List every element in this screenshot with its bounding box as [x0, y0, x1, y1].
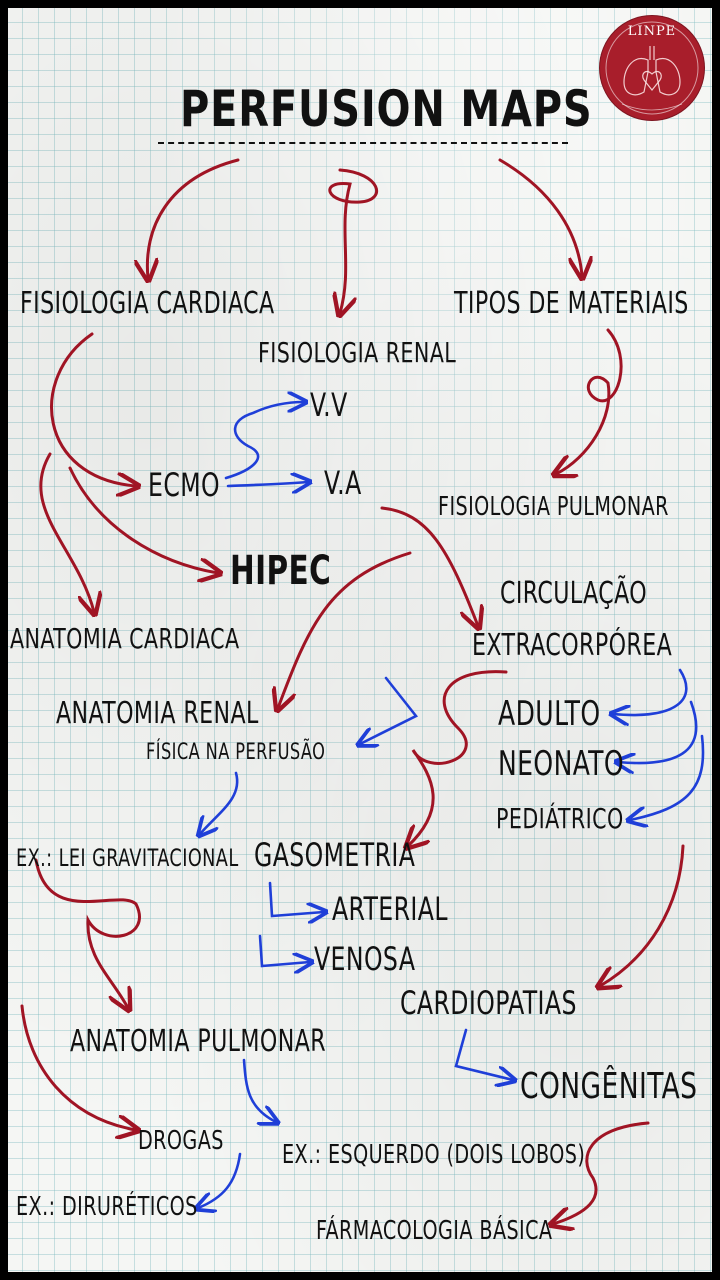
topic-anatomia-cardiaca: ANATOMIA CARDIACA: [10, 622, 240, 655]
topic-adulto: ADULTO: [498, 694, 601, 734]
arrow-fisiologia-cardiaca-to-ecmo: [50, 332, 136, 486]
topic-fisiologia-cardiaca: FISIOLOGIA CARDIACA: [20, 286, 275, 321]
arrow-to-diureticos: [198, 1152, 242, 1208]
topic-cardiopatias: CARDIOPATIAS: [400, 984, 577, 1022]
arrow-gasometria-to-arterial: [268, 881, 324, 916]
arrow-va-to-extracorporea: [380, 506, 478, 626]
arrow-left-to-drogas-lower: [20, 1004, 136, 1130]
topic-congenitas: CONGÊNITAS: [520, 1066, 698, 1107]
topic-anatomia-renal: ANATOMIA RENAL: [56, 696, 259, 731]
topic-fisica-na-perfusao: FÍSICA NA PERFUSÃO: [146, 740, 326, 765]
topic-venosa: VENOSA: [314, 940, 416, 978]
arrow-fisica-to-lei-gravitacional: [200, 771, 239, 834]
arrow-to-fisica-perfusao: [360, 676, 419, 744]
arrow-fisiologia-cardiaca-to-anatomia-cardiaca: [39, 452, 94, 612]
topic-lei-gravitacional: EX.: LEI GRAVITACIONAL: [16, 844, 239, 872]
topic-drogas: DROGAS: [138, 1126, 224, 1156]
topic-va: V.A: [324, 464, 362, 502]
topic-tipos-de-materiais: TIPOS DE MATERIAIS: [454, 286, 689, 321]
lungs-heart-icon: [605, 21, 699, 115]
connector-arrows: [20, 158, 705, 1272]
topic-anatomia-pulmonar: ANATOMIA PULMONAR: [70, 1024, 327, 1059]
arrow-title-to-tipos-materiais: [498, 158, 582, 276]
arrow-to-anatomia-renal: [278, 551, 412, 708]
topic-gasometria: GASOMETRIA: [254, 836, 416, 874]
arrow-lei-gravitacional-to-drogas: [34, 858, 141, 1008]
title-underline: [158, 142, 568, 144]
topic-circulacao: CIRCULAÇÃO: [500, 576, 648, 611]
topic-neonato: NEONATO: [498, 744, 625, 784]
linpe-logo: LINPE: [600, 16, 704, 120]
arrow-extracorporea-to-adulto: [613, 668, 688, 715]
topic-diureticos: EX.: DIRURÉTICOS: [16, 1192, 198, 1222]
topic-extracorporea: EXTRACORPÓREA: [472, 628, 673, 663]
arrow-ecmo-to-vv: [224, 402, 304, 480]
topic-fisiologia-renal: FISIOLOGIA RENAL: [258, 336, 457, 369]
arrow-extracorporea-to-neonato: [618, 700, 698, 763]
logo-text: LINPE: [627, 24, 677, 39]
arrow-fisiologia-cardiaca-to-hipec: [68, 466, 218, 573]
topic-pediatrico: PEDIÁTRICO: [496, 802, 624, 835]
topic-esquerdo-dois-lobos: EX.: ESQUERDO (DOIS LOBOS): [282, 1140, 586, 1170]
arrow-congenitas-to-farmacologia: [553, 1121, 650, 1224]
topic-arterial: ARTERIAL: [332, 890, 448, 928]
topic-ecmo: ECMO: [148, 466, 220, 504]
arrow-extracorporea-squiggle-to-gasometria: [408, 670, 508, 846]
arrow-anatomia-pulmonar-to-esquerdo: [242, 1058, 276, 1122]
arrow-cardiopatias-to-congenitas: [454, 1028, 513, 1080]
arrow-ecmo-to-va: [226, 482, 308, 486]
topic-fisiologia-pulmonar: FISIOLOGIA PULMONAR: [438, 492, 669, 522]
arrow-gasometria-to-venosa: [258, 934, 310, 966]
arrow-title-to-fisiologia-cardiaca: [147, 158, 240, 278]
topic-vv: V.V: [310, 386, 348, 424]
topic-hipec: HIPEC: [230, 548, 332, 594]
arrow-title-to-fisiologia-renal: [328, 168, 379, 313]
paper-background: LINPE PERFUSION MAPS FISIOLOGIA CARDIACA…: [8, 8, 712, 1272]
topic-farmacologia-basica: FÁRMACOLOGIA BÁSICA: [316, 1216, 553, 1246]
arrow-tipos-materiais-to-fisiologia-pulmonar: [556, 328, 623, 474]
arrow-extracorporea-to-pediatrico: [630, 734, 705, 820]
page-title: PERFUSION MAPS: [180, 80, 593, 138]
arrow-pediatrico-to-cardiopatias: [600, 844, 685, 986]
